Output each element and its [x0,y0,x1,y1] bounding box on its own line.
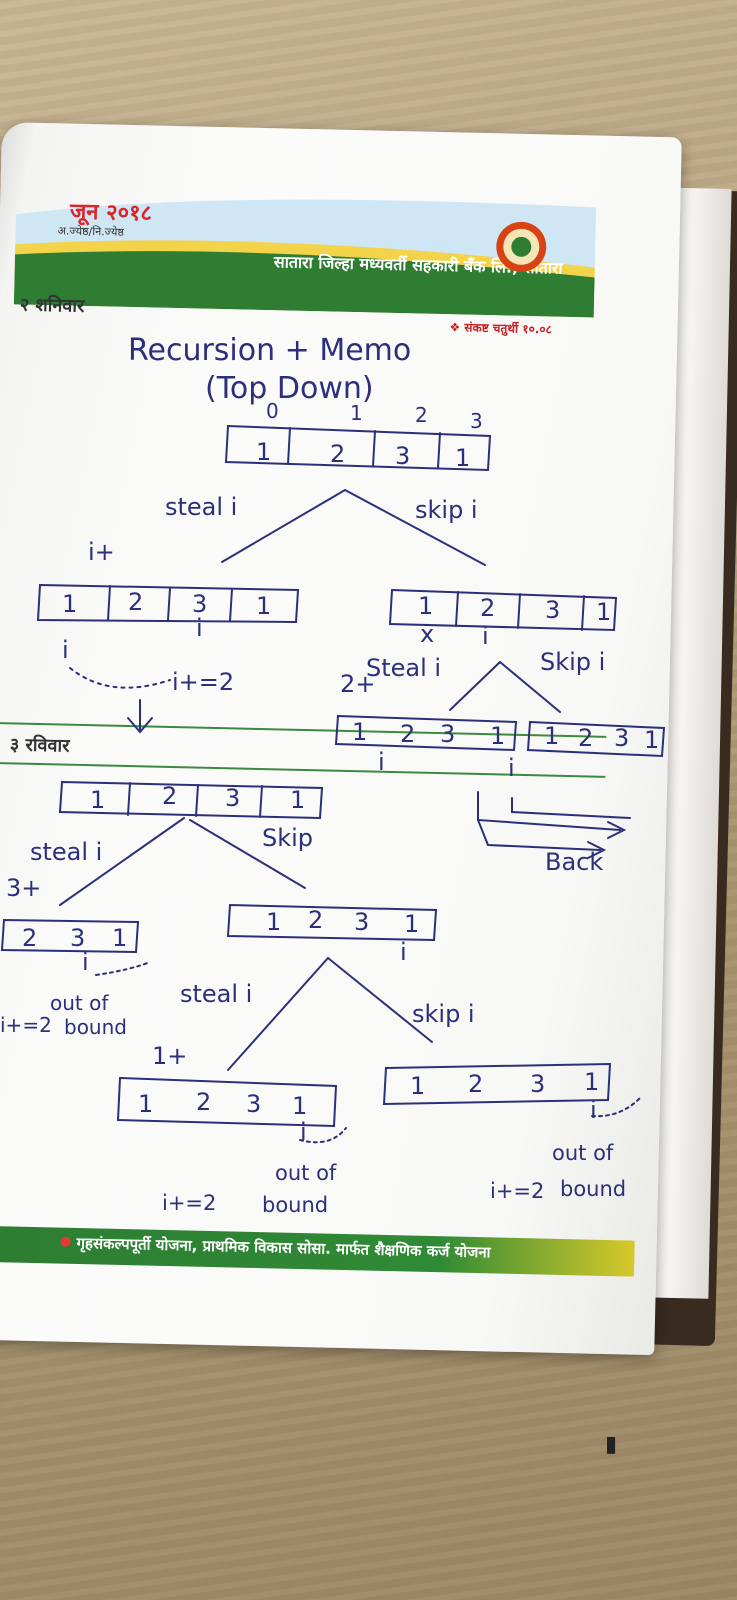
d3-left-cell-2: 3 [246,1090,261,1118]
table-mark: ▮ [605,1432,618,1457]
root-array-box [224,424,492,472]
label-skip-i-4: skip i [412,1000,475,1028]
pointer-i-f: i [82,948,89,976]
l1-right-cell-3: 1 [596,598,611,626]
d2-right-cell-3: 1 [404,910,419,938]
mark-x: x [420,620,434,648]
label-back: Back [545,848,603,876]
label-1-plus: 1+ [152,1042,187,1070]
l2-right-cell-0: 1 [544,722,559,750]
pointer-i-i: i [590,1096,597,1124]
l1-left-cell-1: 2 [128,588,143,616]
diary-page: जून २०१८ अ.ज्येष्ठ/नि.ज्येष्ठ सातारा जिल… [0,122,682,1356]
d2-right-cell-2: 3 [354,908,369,936]
pointer-i-d: i [378,748,385,776]
d2-left-cell-2: 3 [70,924,85,952]
root-cell-0: 1 [256,438,271,466]
header-banner [13,199,597,318]
label-out-of-2: out of [275,1161,337,1185]
l1-left-cell-2: 3 [192,590,207,618]
l2-right-cell-2: 3 [614,724,629,752]
label-steal-i-3: steal i [30,838,102,866]
label-out-of-3: out of [552,1141,614,1165]
label-3-plus: 3+ [6,874,41,902]
d2-right-cell-1: 2 [308,906,323,934]
label-bound: bound [64,1015,127,1039]
label-bound-2: bound [262,1193,328,1217]
l2-right-cell-1: 2 [578,724,593,752]
l2-left-cell-2: 3 [440,720,455,748]
label-skip-i-2: Skip i [540,648,605,676]
label-skip-i: skip i [415,496,478,524]
l2-left-cell-3: 1 [490,722,505,750]
d2-left-cell-3: 1 [112,924,127,952]
index-3: 3 [470,409,483,433]
l1-right-cell-1: 2 [480,594,495,622]
d2-cell-0: 1 [90,786,105,814]
d3-right-cell-2: 3 [530,1070,545,1098]
root-cell-2: 3 [395,442,410,470]
root-cell-3: 1 [455,444,470,472]
d3-right-cell-0: 1 [410,1072,425,1100]
label-out-of: out of [50,991,109,1015]
label-skip: Skip [262,824,313,852]
d2-cell-2: 3 [225,784,240,812]
notes-title: Recursion + Memo [128,333,411,368]
label-i-plus: i+ [88,538,115,566]
l1-left-cell-0: 1 [62,590,77,618]
d3-left-cell-3: 1 [292,1092,307,1120]
label-steal-i: steal i [165,493,237,521]
label-steal-i-4: steal i [180,980,252,1008]
notes-subtitle: (Top Down) [205,371,374,406]
d2-cell-3: 1 [290,786,305,814]
d3-left-cell-1: 2 [196,1088,211,1116]
pointer-i-b: i [196,614,203,642]
d3-right-cell-1: 2 [468,1070,483,1098]
label-i-eq-2b: i+=2 [162,1191,216,1215]
label-i-eq-2: i+=2 [0,1013,52,1037]
pointer-i-g: i [400,938,407,966]
root-cell-1: 2 [330,440,345,468]
pointer-i-h: i [300,1118,307,1146]
index-1: 1 [350,401,363,425]
l1-right-cell-2: 3 [545,596,560,624]
l2-left-cell-1: 2 [400,720,415,748]
index-2: 2 [415,403,428,427]
d2-left-cell-1: 2 [22,924,37,952]
pointer-i-a: i [62,636,69,664]
l1-right-cell-0: 1 [418,592,433,620]
label-bound-3: bound [560,1177,626,1201]
pointer-i-c: i [482,622,489,650]
bank-emblem-icon [496,221,547,272]
d3-left-cell-0: 1 [138,1090,153,1118]
d2-right-cell-0: 1 [266,908,281,936]
label-steal-i-2: Steal i [366,654,441,682]
l1-left-cell-3: 1 [256,592,271,620]
label-i-eq-2c: i+=2 [490,1179,544,1203]
pointer-i-e: i [508,754,515,782]
l2-right-cell-3: 1 [644,726,659,754]
l2-left-cell-0: 1 [352,718,367,746]
index-0: 0 [266,399,279,423]
label-i-plus-eq-2: i+=2 [172,668,234,696]
d3-right-cell-3: 1 [584,1068,599,1096]
d2-cell-1: 2 [162,782,177,810]
label-2-plus: 2+ [340,670,375,698]
